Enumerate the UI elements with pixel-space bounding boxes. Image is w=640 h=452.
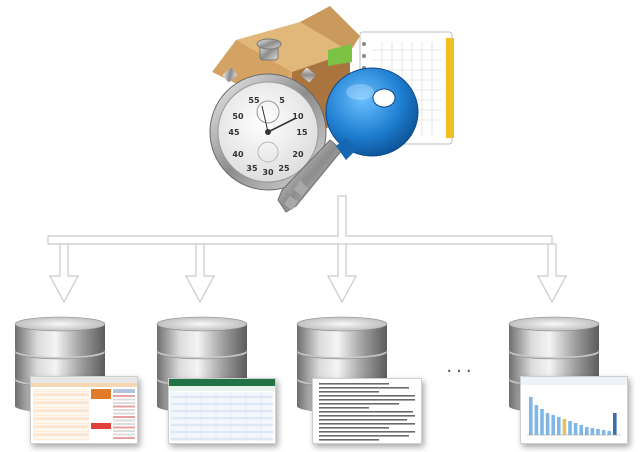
dial-number: 5 bbox=[279, 96, 285, 105]
dial-number: 20 bbox=[292, 150, 304, 159]
dial-number: 10 bbox=[292, 112, 304, 121]
arrow-1 bbox=[48, 243, 80, 304]
bar-chart-thumbnail bbox=[520, 376, 628, 444]
dial-number: 55 bbox=[248, 96, 260, 105]
key-icon bbox=[277, 67, 419, 213]
dial-number: 25 bbox=[278, 164, 290, 173]
spreadsheet-green-thumbnail bbox=[168, 378, 276, 444]
arrow-4 bbox=[536, 243, 568, 304]
connector-trunk bbox=[47, 195, 553, 247]
dial-number: 40 bbox=[232, 150, 244, 159]
dial-number: 15 bbox=[296, 128, 308, 137]
dial-number: 35 bbox=[246, 164, 258, 173]
dial-number: 30 bbox=[262, 168, 274, 177]
connector-tree bbox=[47, 195, 568, 304]
arrow-2 bbox=[184, 243, 216, 304]
ellipsis-separator: ... bbox=[446, 356, 476, 377]
dial-number: 45 bbox=[228, 128, 240, 137]
arrow-3 bbox=[326, 243, 358, 304]
spreadsheet-orange-thumbnail bbox=[30, 376, 138, 444]
text-document-thumbnail bbox=[312, 378, 422, 444]
dial-number: 50 bbox=[232, 112, 244, 121]
